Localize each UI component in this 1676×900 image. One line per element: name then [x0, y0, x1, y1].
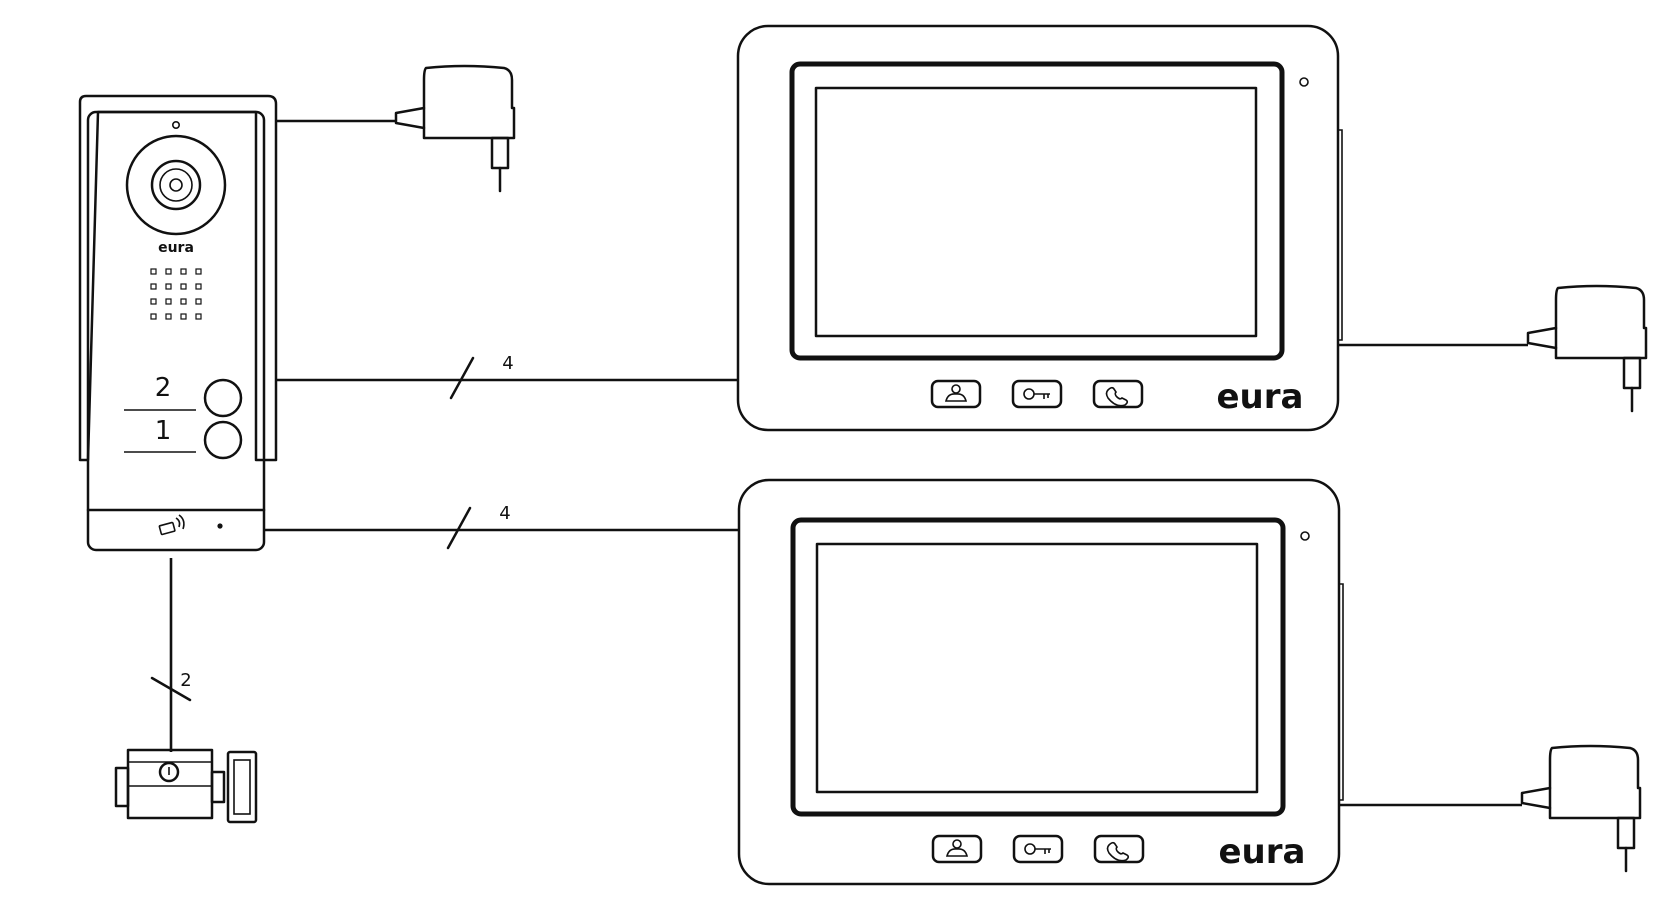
speaker-hole: [165, 268, 172, 275]
status-led: [217, 523, 223, 529]
camera-lens-icon: [125, 134, 227, 236]
person-icon: [944, 384, 968, 402]
electric-lock: [114, 748, 258, 824]
speaker-hole: [180, 298, 187, 305]
speaker-hole: [150, 298, 157, 305]
call-button-2[interactable]: 2: [124, 373, 243, 418]
wire-lock-count: 2: [180, 670, 191, 691]
power-adapter-door-station: [394, 64, 516, 193]
phone-handset-icon: [1106, 841, 1130, 862]
rfid-reader-icon: [158, 514, 185, 536]
speaker-hole: [150, 283, 157, 290]
monitor-1: eura: [736, 24, 1343, 432]
monitor-2-led: [1300, 531, 1310, 541]
wire-monitor-2-tick: [446, 506, 472, 550]
wire-monitor-1-tick: [449, 356, 475, 400]
phone-handset-icon: [1105, 386, 1129, 407]
speaker-hole: [195, 298, 202, 305]
monitor-1-intercom-button[interactable]: [930, 379, 982, 409]
speaker-hole: [180, 313, 187, 320]
key-icon: [1024, 843, 1051, 855]
wire-lock-tick: [150, 676, 192, 702]
monitor-2-unlock-button[interactable]: [1012, 834, 1064, 864]
speaker-hole: [150, 268, 157, 275]
speaker-hole: [165, 298, 172, 305]
monitor-2-brand: eura: [1219, 832, 1306, 872]
wiring: 4 4 2: [150, 119, 1528, 807]
speaker-hole: [165, 283, 172, 290]
microphone-icon: [172, 121, 181, 130]
call-button-1-label: 1: [155, 416, 172, 446]
monitor-2-intercom-button[interactable]: [931, 834, 983, 864]
person-icon: [945, 839, 969, 857]
speaker-hole: [195, 313, 202, 320]
speaker-hole: [180, 283, 187, 290]
speaker-grille: [150, 268, 202, 320]
monitor-1-brand: eura: [1217, 377, 1304, 417]
call-button-2-label: 2: [155, 373, 172, 403]
speaker-hole: [150, 313, 157, 320]
speaker-hole: [195, 268, 202, 275]
monitor-1-unlock-button[interactable]: [1011, 379, 1063, 409]
wire-monitor-1-count: 4: [502, 353, 513, 374]
speaker-hole: [180, 268, 187, 275]
power-adapter-monitor-2: [1520, 744, 1642, 873]
monitor-2: eura: [737, 478, 1344, 886]
door-station: eura 2 1: [78, 94, 278, 552]
monitor-1-led: [1299, 77, 1309, 87]
speaker-hole: [165, 313, 172, 320]
door-station-brand: eura: [158, 240, 194, 256]
speaker-hole: [195, 283, 202, 290]
monitor-2-handset-button[interactable]: [1093, 834, 1145, 864]
lock-cylinder-icon: [158, 761, 180, 783]
wire-monitor-2-count: 4: [499, 503, 510, 524]
call-button-1[interactable]: 1: [124, 416, 243, 460]
key-icon: [1023, 388, 1050, 400]
power-adapter-monitor-1: [1526, 284, 1648, 413]
monitor-1-handset-button[interactable]: [1092, 379, 1144, 409]
